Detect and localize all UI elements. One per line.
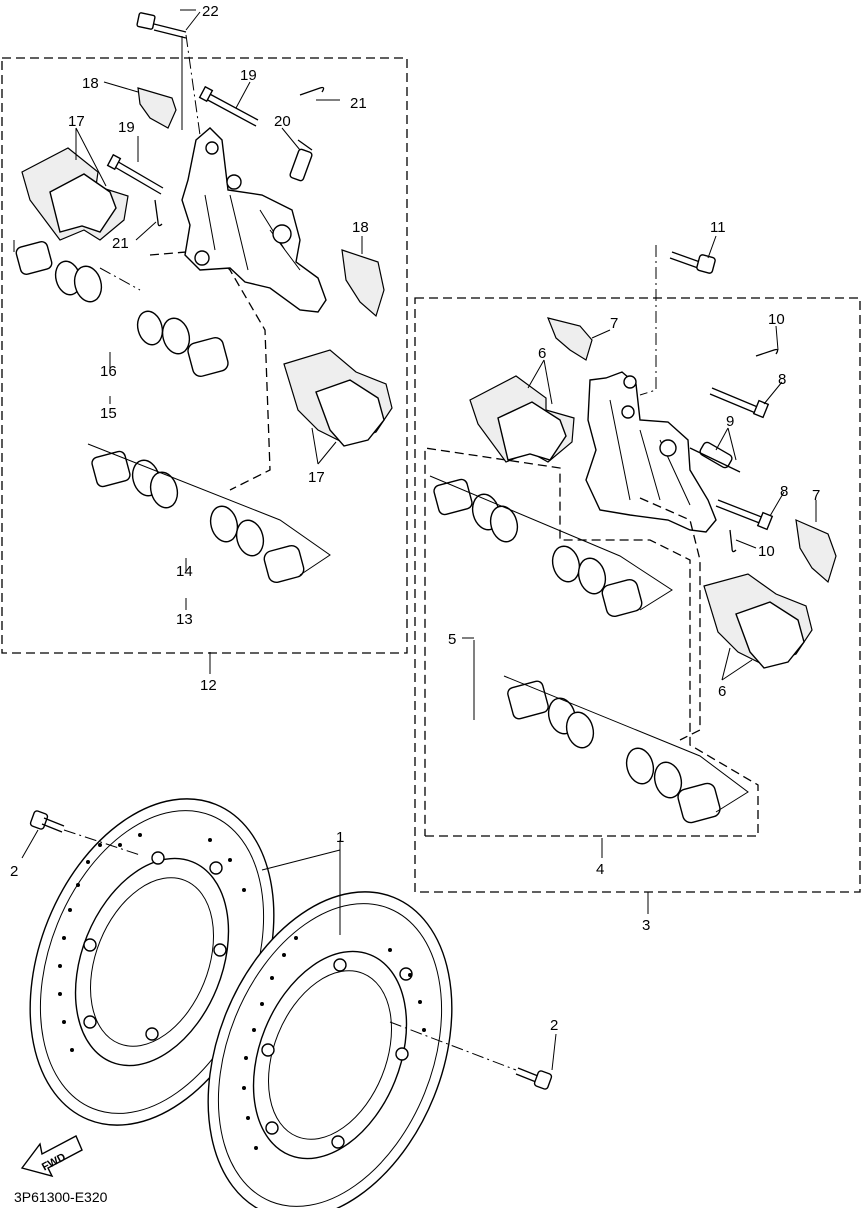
pad-spring-18-lower [341, 249, 385, 318]
callout-5: 5 [448, 631, 456, 648]
right-seal-kit-box [424, 447, 759, 837]
bleed-screw-9 [689, 441, 741, 473]
pad-spring-18-upper [137, 87, 177, 129]
left-seal-set-lower-frame [87, 443, 331, 576]
callout-21-upper: 21 [350, 95, 367, 112]
clip-21-upper [299, 86, 325, 96]
callout-22: 22 [202, 3, 219, 20]
bolt-11-axis [639, 245, 657, 396]
right-caliper-body [585, 371, 717, 533]
brake-pad-17-lower [283, 349, 393, 447]
callout-19-upper: 19 [240, 67, 257, 84]
pin-8-upper [709, 387, 770, 419]
bolt-2-upper [29, 810, 65, 833]
brake-pad-6-upper [469, 375, 575, 463]
callout-labels: 22 19 21 18 17 19 20 21 18 16 15 17 14 1… [10, 3, 820, 1034]
leader-lines [21, 9, 817, 1071]
left-seal-set-lower [91, 450, 305, 584]
callout-12: 12 [200, 677, 217, 694]
callout-8-upper: 8 [778, 371, 786, 388]
pin-8-lower [715, 499, 774, 531]
left-caliper-body [181, 127, 327, 313]
brake-pad-17-upper [21, 147, 129, 241]
right-caliper-outline [639, 497, 701, 741]
brake-disc-upper [29, 798, 275, 1126]
callout-10-upper: 10 [768, 311, 785, 328]
callout-19-lower: 19 [118, 119, 135, 136]
callout-15: 15 [100, 405, 117, 422]
clip-21-lower [154, 199, 163, 227]
left-upper-axis [99, 267, 141, 291]
callout-2-upper: 2 [10, 863, 18, 880]
right-seal-set-lower-frame [503, 675, 749, 813]
callout-10-lower: 10 [758, 543, 775, 560]
callout-3: 3 [642, 917, 650, 934]
pin-19-upper [198, 85, 259, 127]
callout-8-lower: 8 [780, 483, 788, 500]
right-seal-set-lower [507, 680, 721, 824]
left-caliper-assembly-box [1, 57, 408, 654]
bolt-22-axis [185, 34, 201, 136]
right-seal-set-upper-frame [429, 475, 673, 611]
bolt-11 [669, 251, 716, 274]
bolt-2-lower-axis [389, 1021, 517, 1071]
callout-4: 4 [596, 861, 604, 878]
callout-20: 20 [274, 113, 291, 130]
callout-11: 11 [710, 219, 726, 236]
drawing-code: 3P61300-E320 [14, 1189, 108, 1205]
brake-pad-6-lower [703, 573, 813, 669]
callout-18-upper: 18 [82, 75, 99, 92]
bolt-22 [136, 12, 187, 39]
callout-21-lower: 21 [112, 235, 129, 252]
callout-17-lower: 17 [308, 469, 325, 486]
pad-spring-7-upper [547, 317, 593, 361]
bolt-2-upper-axis [63, 829, 141, 856]
callout-16: 16 [100, 363, 117, 380]
callout-18-lower: 18 [352, 219, 369, 236]
right-caliper-assembly-box [414, 297, 861, 893]
callout-9: 9 [726, 413, 734, 430]
callout-6-upper: 6 [538, 345, 546, 362]
callout-14: 14 [176, 563, 193, 580]
fwd-arrow-icon: FWD [20, 1135, 83, 1178]
callout-6-lower: 6 [718, 683, 726, 700]
bolt-2-lower [515, 1067, 553, 1090]
callout-2-lower: 2 [550, 1017, 558, 1034]
callout-7-upper: 7 [610, 315, 618, 332]
clip-10-upper [755, 348, 779, 357]
callout-1: 1 [336, 829, 344, 846]
pin-19-lower [106, 153, 164, 195]
callout-13: 13 [176, 611, 193, 628]
callout-7-lower: 7 [812, 487, 820, 504]
left-seal-set-upper [15, 240, 229, 377]
pad-spring-7-lower [795, 519, 837, 584]
clip-10-lower [729, 529, 737, 553]
bleed-screw-20 [289, 139, 313, 182]
brake-disc-lower [207, 891, 453, 1208]
right-seal-set-upper [433, 478, 643, 618]
callout-17-upper: 17 [68, 113, 85, 130]
